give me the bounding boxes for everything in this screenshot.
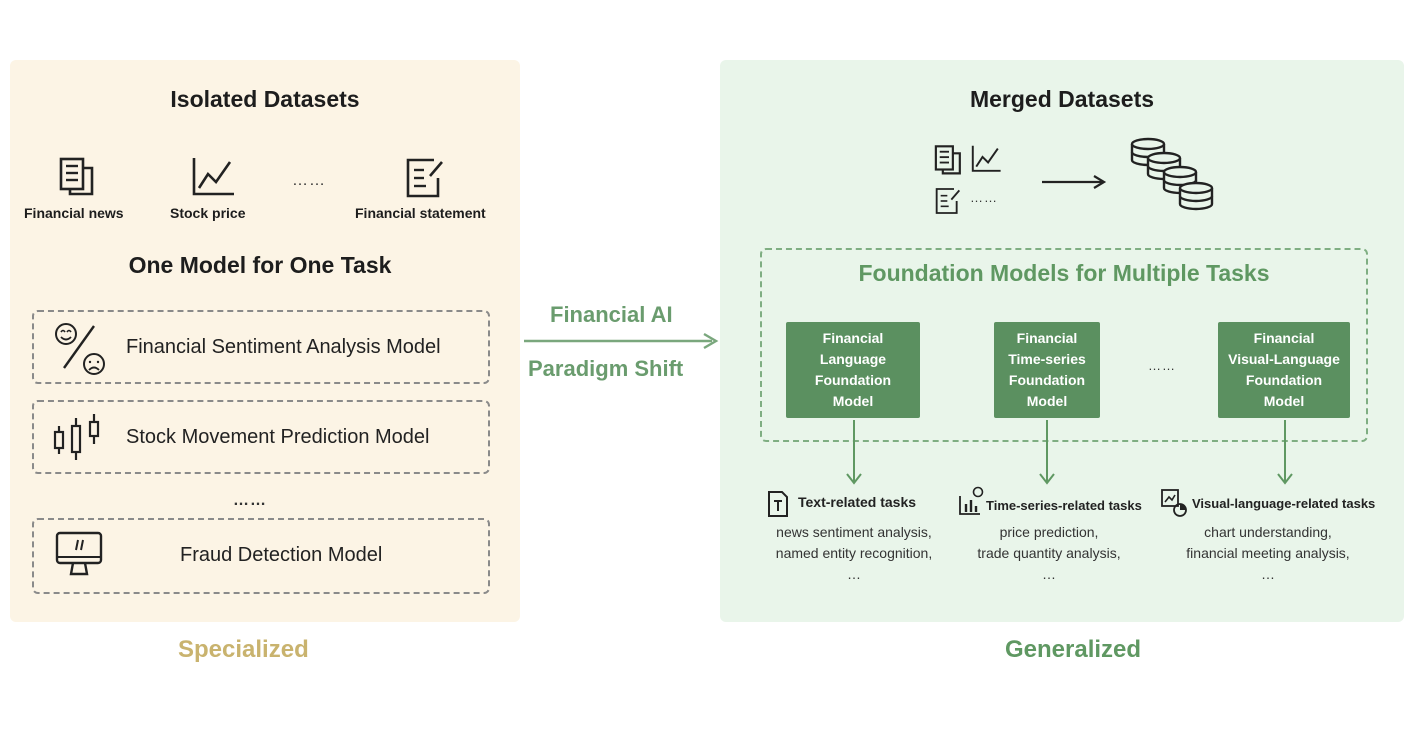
time-series-tasks-line1: price prediction, bbox=[999, 524, 1099, 540]
time-series-tasks-desc: price prediction, trade quantity analysi… bbox=[946, 522, 1152, 585]
line-chart-icon bbox=[192, 158, 234, 196]
datasets-ellipsis: …… bbox=[292, 172, 326, 189]
down-arrow-visual-language bbox=[1277, 420, 1293, 485]
time-series-tasks-title: Time-series-related tasks bbox=[986, 498, 1142, 513]
visual-language-tasks-line1: chart understanding, bbox=[1204, 524, 1332, 540]
time-series-tasks-more: … bbox=[1042, 566, 1056, 582]
text-doc-icon bbox=[768, 491, 788, 517]
candlestick-icon bbox=[53, 414, 100, 460]
specialized-label: Specialized bbox=[178, 636, 309, 663]
time-series-foundation-model-label: Financial Time-series Foundation Model bbox=[1008, 330, 1086, 409]
merged-datasets-title: Merged Datasets bbox=[969, 86, 1155, 112]
isolated-datasets-title: Isolated Datasets bbox=[170, 86, 360, 112]
down-arrow-language bbox=[846, 420, 862, 485]
visual-language-tasks-title: Visual-language-related tasks bbox=[1192, 496, 1376, 511]
foundation-models-box: Foundation Models for Multiple Tasks bbox=[760, 248, 1368, 442]
paradigm-shift-arrow bbox=[524, 332, 719, 350]
dataset-label-financial-news: Financial news bbox=[24, 205, 124, 221]
sentiment-model-label: Financial Sentiment Analysis Model bbox=[126, 336, 441, 358]
document-edit-icon bbox=[406, 158, 443, 198]
foundation-models-title: Foundation Models for Multiple Tasks bbox=[858, 260, 1270, 286]
merge-arrow-icon bbox=[1042, 175, 1107, 189]
visual-language-foundation-model-label: Financial Visual-Language Foundation Mod… bbox=[1228, 330, 1340, 409]
stock-movement-model-label: Stock Movement Prediction Model bbox=[126, 426, 430, 448]
newspaper-icon bbox=[934, 145, 961, 175]
text-tasks-line2: named entity recognition, bbox=[775, 545, 933, 561]
visual-language-foundation-model: Financial Visual-Language Foundation Mod… bbox=[1218, 322, 1350, 418]
generalized-panel: Merged Datasets …… bbox=[720, 60, 1404, 622]
foundation-models-ellipsis: …… bbox=[1148, 358, 1176, 373]
newspaper-icon bbox=[59, 157, 94, 196]
sentiment-model-box: Financial Sentiment Analysis Model bbox=[32, 310, 490, 384]
one-model-one-task-title: One Model for One Task bbox=[128, 252, 392, 278]
visual-language-tasks-line2: financial meeting analysis, bbox=[1186, 545, 1350, 561]
text-tasks-title: Text-related tasks bbox=[798, 494, 917, 510]
language-foundation-model: Financial Language Foundation Model bbox=[786, 322, 920, 418]
paradigm-shift-line2: Paradigm Shift bbox=[528, 356, 684, 381]
time-series-tasks-line2: trade quantity analysis, bbox=[977, 545, 1121, 561]
database-stack-icon bbox=[1130, 137, 1214, 211]
bar-chart-icon bbox=[959, 486, 984, 515]
dataset-label-stock-price: Stock price bbox=[170, 205, 246, 221]
text-tasks-more: … bbox=[847, 566, 861, 582]
line-chart-icon bbox=[971, 145, 1001, 172]
time-series-foundation-model: Financial Time-series Foundation Model bbox=[994, 322, 1100, 418]
stock-movement-model-box: Stock Movement Prediction Model bbox=[32, 400, 490, 474]
models-ellipsis: …… bbox=[233, 492, 267, 509]
fraud-detection-model-label: Fraud Detection Model bbox=[180, 544, 383, 566]
image-chart-icon bbox=[1161, 489, 1187, 517]
text-tasks-desc: news sentiment analysis, named entity re… bbox=[750, 522, 958, 585]
visual-language-tasks-more: … bbox=[1261, 566, 1275, 582]
fraud-detection-model-box: Fraud Detection Model bbox=[32, 518, 490, 594]
merged-datasets-ellipsis: …… bbox=[970, 190, 998, 205]
dataset-label-financial-statement: Financial statement bbox=[355, 205, 486, 221]
document-edit-icon bbox=[935, 188, 961, 214]
text-tasks-line1: news sentiment analysis, bbox=[776, 524, 932, 540]
paradigm-shift-line1: Financial AI bbox=[550, 302, 673, 327]
specialized-panel: Isolated Datasets Financial news Stock p… bbox=[10, 60, 520, 622]
monitor-alert-icon bbox=[55, 531, 103, 576]
sentiment-icon bbox=[55, 323, 105, 375]
generalized-label: Generalized bbox=[1005, 636, 1142, 663]
language-foundation-model-label: Financial Language Foundation Model bbox=[814, 330, 892, 409]
visual-language-tasks-desc: chart understanding, financial meeting a… bbox=[1166, 522, 1370, 585]
down-arrow-time-series bbox=[1039, 420, 1055, 485]
